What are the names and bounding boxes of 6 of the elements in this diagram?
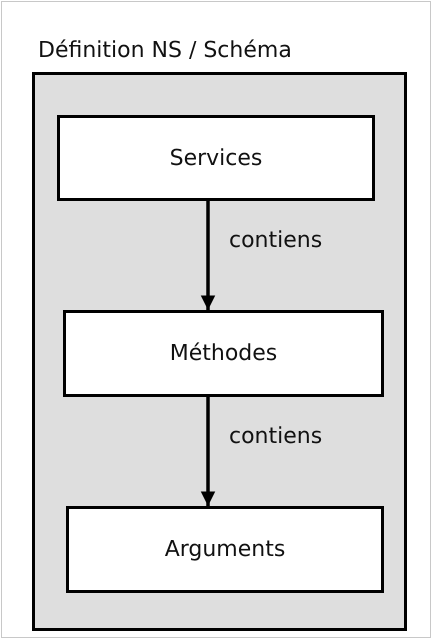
- process-box: Arguments: [66, 506, 384, 593]
- arrow: [200, 201, 216, 310]
- arrow: [200, 397, 216, 506]
- process-box: Méthodes: [63, 310, 384, 397]
- process-box: Services: [57, 115, 375, 201]
- group-title: Définition NS / Schéma: [38, 38, 292, 63]
